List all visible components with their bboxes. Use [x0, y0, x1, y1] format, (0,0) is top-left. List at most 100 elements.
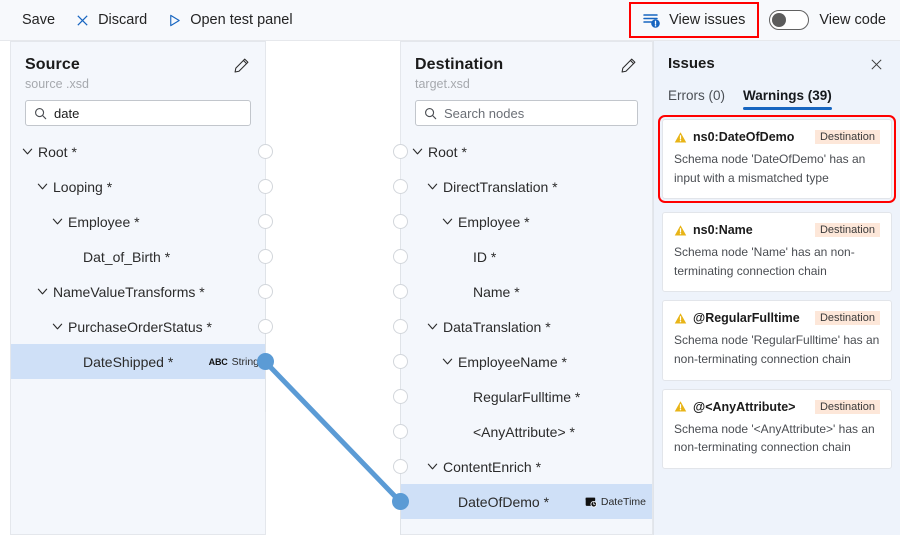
tree-node-row[interactable]: ContentEnrich * [401, 449, 652, 484]
chevron-down-icon[interactable] [441, 355, 454, 368]
connector-handle[interactable] [392, 284, 408, 299]
connector-handle[interactable] [257, 214, 273, 229]
issues-tabs: Errors (0) Warnings (39) [662, 74, 892, 110]
connector-handle[interactable] [392, 144, 408, 159]
tree-node-row[interactable]: Name * [401, 274, 652, 309]
destination-search-box[interactable] [415, 100, 638, 126]
connector-handle[interactable] [392, 354, 408, 369]
tree-node-row[interactable]: DateOfDemo *DateTime [401, 484, 652, 519]
close-icon[interactable] [867, 55, 886, 74]
source-panel: Source source .xsd Root * Looping * Employ… [10, 41, 266, 535]
issue-node-label: @<AnyAttribute> [693, 399, 796, 414]
connector-handle[interactable] [392, 249, 408, 264]
top-toolbar: Save Discard Open test panel [0, 0, 900, 41]
destination-subtitle: target.xsd [415, 77, 470, 91]
tree-node-label: Employee * [68, 213, 140, 230]
tree-node-row[interactable]: Root * [401, 134, 652, 169]
connector-handle[interactable] [257, 284, 273, 299]
datetime-calendar-clock-icon [585, 496, 597, 508]
pencil-icon[interactable] [619, 56, 638, 75]
issues-panel-header: Issues [662, 41, 892, 74]
tree-node-label: Employee * [458, 213, 530, 230]
issue-scope-chip: Destination [814, 311, 880, 326]
issues-tab[interactable]: Warnings (39) [743, 88, 832, 110]
chevron-down-icon[interactable] [36, 180, 49, 193]
node-type-badge: DateTime [585, 496, 646, 508]
destination-search-input[interactable] [444, 105, 629, 121]
warning-triangle-icon [674, 131, 687, 144]
tree-node-row[interactable]: Employee * [401, 204, 652, 239]
toggle-knob [772, 13, 787, 27]
connector-handle[interactable] [392, 459, 408, 474]
tree-node-label: Dat_of_Birth * [83, 248, 171, 265]
open-test-panel-button[interactable]: Open test panel [157, 5, 302, 35]
chevron-down-icon[interactable] [21, 145, 34, 158]
issue-card-header: @<AnyAttribute>Destination [674, 399, 880, 414]
chevron-down-icon[interactable] [426, 460, 439, 473]
issue-node-label: ns0:DateOfDemo [693, 130, 795, 144]
connector-handle[interactable] [257, 319, 273, 334]
connector-handle[interactable] [392, 389, 408, 404]
tree-node-row[interactable]: DirectTranslation * [401, 169, 652, 204]
tree-node-row[interactable]: <AnyAttribute> * [401, 414, 652, 449]
tree-node-label: PurchaseOrderStatus * [68, 318, 212, 335]
tree-node-label: EmployeeName * [458, 353, 567, 370]
tree-node-label: DataTranslation * [443, 318, 551, 335]
tree-node-label: NameValueTransforms * [53, 283, 205, 300]
tree-node-label: Looping * [53, 178, 113, 195]
tree-node-row[interactable]: ID * [401, 239, 652, 274]
source-panel-header: Source [11, 42, 265, 75]
source-search-input[interactable] [54, 105, 242, 121]
issue-node-name: ns0:DateOfDemo [674, 130, 794, 144]
view-issues-button[interactable]: View issues [633, 5, 755, 35]
view-code-label: View code [819, 12, 886, 28]
tree-node-row[interactable]: RegularFulltime * [401, 379, 652, 414]
connector-handle[interactable] [257, 249, 273, 264]
tree-node-row[interactable]: NameValueTransforms * [11, 274, 265, 309]
source-search-box[interactable] [25, 100, 251, 126]
tree-node-label: Root * [38, 143, 77, 160]
tree-node-row[interactable]: DataTranslation * [401, 309, 652, 344]
connector-handle[interactable] [392, 214, 408, 229]
search-icon [34, 107, 47, 120]
chevron-down-icon[interactable] [411, 145, 424, 158]
connector-handle-connected[interactable] [256, 353, 274, 370]
issues-tab[interactable]: Errors (0) [668, 88, 725, 103]
connector-handle[interactable] [392, 424, 408, 439]
save-button[interactable]: Save [12, 5, 65, 35]
tree-node-label: ContentEnrich * [443, 458, 542, 475]
tree-node-row[interactable]: Dat_of_Birth * [11, 239, 265, 274]
connector-handle[interactable] [392, 179, 408, 194]
tree-node-row[interactable]: Employee * [11, 204, 265, 239]
view-code-toggle[interactable] [769, 10, 810, 30]
issues-title: Issues [668, 55, 715, 72]
issue-description: Schema node '<AnyAttribute>' has an non-… [674, 421, 875, 455]
chevron-down-icon[interactable] [51, 320, 64, 333]
tree-node-row[interactable]: EmployeeName * [401, 344, 652, 379]
tree-node-label: DateShipped * [83, 353, 174, 370]
tree-node-row[interactable]: PurchaseOrderStatus * [11, 309, 265, 344]
issue-description: Schema node 'DateOfDemo' has an input wi… [674, 152, 866, 185]
chevron-down-icon[interactable] [441, 215, 454, 228]
chevron-down-icon[interactable] [426, 180, 439, 193]
main-canvas: Source source .xsd Root * Looping * Employ… [0, 41, 900, 535]
discard-button[interactable]: Discard [65, 5, 157, 35]
pencil-icon[interactable] [232, 56, 251, 75]
tree-node-row[interactable]: Root * [11, 134, 265, 169]
connector-handle-connected[interactable] [391, 493, 409, 510]
connector-handle[interactable] [257, 144, 273, 159]
issue-node-name: ns0:Name [674, 223, 753, 237]
connector-handle[interactable] [257, 179, 273, 194]
source-subtitle: source .xsd [25, 77, 89, 91]
connector-handle[interactable] [392, 319, 408, 334]
chevron-down-icon[interactable] [51, 215, 64, 228]
chevron-down-icon[interactable] [36, 285, 49, 298]
chevron-down-icon[interactable] [426, 320, 439, 333]
tree-node-row[interactable]: Looping * [11, 169, 265, 204]
